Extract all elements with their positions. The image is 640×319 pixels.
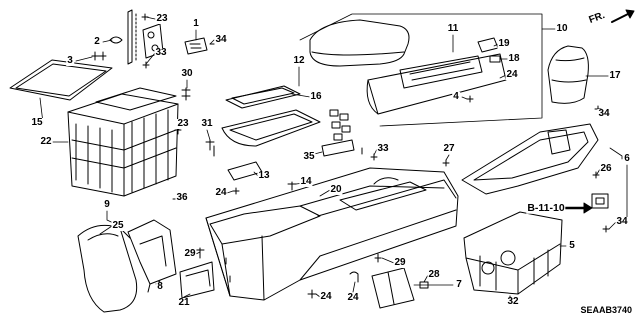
leader-lines bbox=[39, 13, 628, 303]
callout-c27[interactable]: 27 bbox=[442, 143, 456, 154]
center-console-20 bbox=[205, 167, 459, 301]
callout-c20[interactable]: 20 bbox=[329, 184, 343, 195]
callout-c24d[interactable]: 24 bbox=[346, 292, 360, 303]
callout-c28[interactable]: 28 bbox=[427, 269, 441, 280]
garnish-6 bbox=[461, 123, 599, 195]
callout-c34c[interactable]: 34 bbox=[615, 216, 629, 227]
callout-c12[interactable]: 12 bbox=[292, 55, 306, 66]
side-garnish-9 bbox=[77, 224, 138, 313]
callout-c13[interactable]: 13 bbox=[257, 170, 271, 181]
callout-c17[interactable]: 17 bbox=[608, 70, 622, 81]
callout-c4[interactable]: 4 bbox=[452, 91, 460, 102]
callout-c8[interactable]: 8 bbox=[156, 281, 164, 292]
callout-c23a[interactable]: 23 bbox=[155, 13, 169, 24]
callout-c5[interactable]: 5 bbox=[568, 240, 576, 251]
callout-c6[interactable]: 6 bbox=[623, 153, 631, 164]
reference-label[interactable]: B-11-10 bbox=[526, 201, 566, 214]
armrest-tray-11 bbox=[366, 37, 507, 115]
screws bbox=[287, 147, 450, 299]
callout-c36[interactable]: 36 bbox=[175, 192, 189, 203]
callout-c18[interactable]: 18 bbox=[507, 53, 521, 64]
callout-c9[interactable]: 9 bbox=[103, 199, 111, 210]
callout-c34a[interactable]: 34 bbox=[214, 34, 228, 45]
callout-c7[interactable]: 7 bbox=[455, 279, 463, 290]
callout-c24b[interactable]: 24 bbox=[505, 69, 519, 80]
front-direction-arrow bbox=[611, 9, 635, 23]
callout-c33a[interactable]: 33 bbox=[154, 47, 168, 58]
callout-c11[interactable]: 11 bbox=[446, 23, 460, 34]
callout-c34b[interactable]: 34 bbox=[597, 108, 611, 119]
callout-c16[interactable]: 16 bbox=[309, 91, 323, 102]
callout-c35[interactable]: 35 bbox=[302, 151, 316, 162]
callout-c29a[interactable]: 29 bbox=[183, 248, 197, 259]
armrest-lid bbox=[309, 19, 410, 67]
callout-c2[interactable]: 2 bbox=[93, 36, 101, 47]
callout-c19[interactable]: 19 bbox=[497, 38, 511, 49]
bracket-5 bbox=[463, 211, 563, 303]
storage-box-22 bbox=[67, 87, 182, 203]
callout-c25[interactable]: 25 bbox=[111, 220, 125, 231]
callout-c33b[interactable]: 33 bbox=[376, 143, 390, 154]
callout-c3[interactable]: 3 bbox=[66, 55, 74, 66]
callout-c21[interactable]: 21 bbox=[177, 297, 191, 308]
shift-boot-17 bbox=[547, 45, 602, 113]
callout-c22[interactable]: 22 bbox=[39, 136, 53, 147]
callout-c29b[interactable]: 29 bbox=[393, 257, 407, 268]
bracket-7 bbox=[371, 253, 429, 309]
bracket-8 bbox=[127, 219, 177, 293]
callout-c24c[interactable]: 24 bbox=[319, 291, 333, 302]
lid-assembly-12 bbox=[205, 85, 355, 195]
callout-c26[interactable]: 26 bbox=[599, 163, 613, 174]
mat-15 bbox=[9, 59, 113, 101]
diagram-code: SEAAB3740 bbox=[580, 305, 632, 315]
callout-c14[interactable]: 14 bbox=[299, 176, 313, 187]
callout-c30[interactable]: 30 bbox=[180, 68, 194, 79]
callout-c24a[interactable]: 24 bbox=[214, 187, 228, 198]
callout-c23b[interactable]: 23 bbox=[176, 118, 190, 129]
bracket-21 bbox=[179, 247, 215, 299]
callout-c31[interactable]: 31 bbox=[200, 118, 214, 129]
callout-c32[interactable]: 32 bbox=[506, 296, 520, 307]
callout-c10[interactable]: 10 bbox=[555, 23, 569, 34]
callout-c15[interactable]: 15 bbox=[30, 117, 44, 128]
callout-c1[interactable]: 1 bbox=[192, 18, 200, 29]
ref-part bbox=[591, 171, 610, 233]
